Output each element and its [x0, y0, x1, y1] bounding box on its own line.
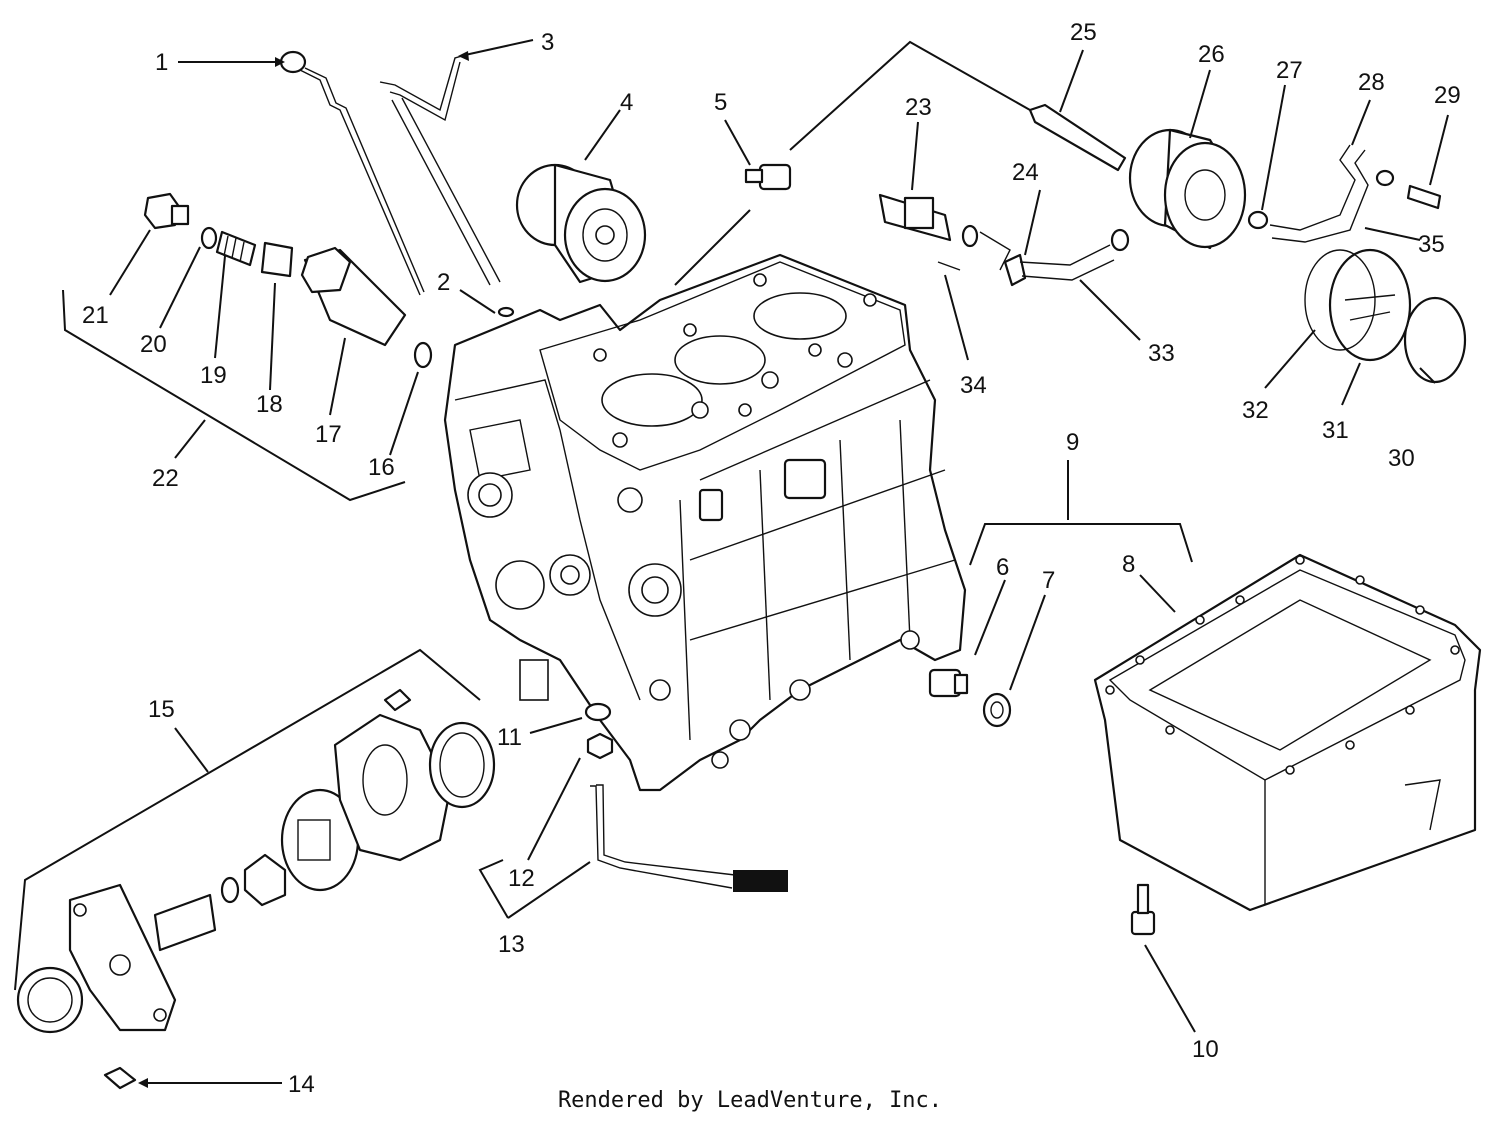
callout-33: 33 — [1148, 340, 1175, 367]
callout-4: 4 — [620, 89, 633, 116]
o-ring-2 — [497, 306, 515, 318]
drain-plug — [1130, 883, 1156, 936]
callout-34: 34 — [960, 372, 987, 399]
callout-8: 8 — [1122, 551, 1135, 578]
callout-13: 13 — [498, 931, 525, 958]
washer-11 — [584, 702, 612, 722]
callout-25: 25 — [1070, 19, 1097, 46]
callout-10: 10 — [1192, 1036, 1219, 1063]
callout-14: 14 — [288, 1071, 315, 1098]
callout-26: 26 — [1198, 41, 1225, 68]
callout-20: 20 — [140, 331, 167, 358]
dipstick-guide — [379, 55, 501, 286]
drain-plug-6 — [928, 668, 969, 698]
oil-cooler-group — [878, 103, 1467, 384]
callout-24: 24 — [1012, 159, 1039, 186]
callout-1: 1 — [155, 49, 168, 76]
callout-29: 29 — [1434, 82, 1461, 109]
leader-lines — [14, 39, 1449, 1088]
gasket-7 — [982, 692, 1012, 728]
callout-19: 19 — [200, 362, 227, 389]
callout-27: 27 — [1276, 57, 1303, 84]
oil-pan — [1093, 553, 1482, 912]
callout-2: 2 — [437, 269, 450, 296]
oil-pressure-switch — [744, 163, 792, 191]
engine-block — [443, 253, 967, 792]
callout-35: 35 — [1418, 231, 1445, 258]
callout-7: 7 — [1042, 567, 1055, 594]
callout-18: 18 — [256, 391, 283, 418]
callout-30: 30 — [1388, 445, 1415, 472]
footer-credit: Rendered by LeadVenture, Inc. — [557, 1088, 943, 1113]
oil-filter — [515, 163, 647, 284]
callout-15: 15 — [148, 696, 175, 723]
callout-6: 6 — [996, 554, 1009, 581]
callout-11: 11 — [497, 724, 522, 751]
callout-5: 5 — [714, 89, 727, 116]
callout-32: 32 — [1242, 397, 1269, 424]
callout-3: 3 — [541, 29, 554, 56]
relief-valve-group — [143, 192, 433, 369]
callout-17: 17 — [315, 421, 342, 448]
callout-labels: 1 2 3 4 5 6 7 8 9 10 11 12 13 14 15 16 1… — [82, 19, 1461, 1098]
callout-22: 22 — [152, 465, 179, 492]
callout-12: 12 — [508, 865, 535, 892]
nut-12 — [586, 732, 614, 760]
stud-13 — [590, 784, 788, 892]
callout-23: 23 — [905, 94, 932, 121]
callout-31: 31 — [1322, 417, 1349, 444]
oil-pump-group — [16, 688, 496, 1090]
dipstick — [279, 50, 425, 296]
callout-9: 9 — [1066, 429, 1079, 456]
callout-21: 21 — [82, 302, 109, 329]
callout-28: 28 — [1358, 69, 1385, 96]
callout-16: 16 — [368, 454, 395, 481]
